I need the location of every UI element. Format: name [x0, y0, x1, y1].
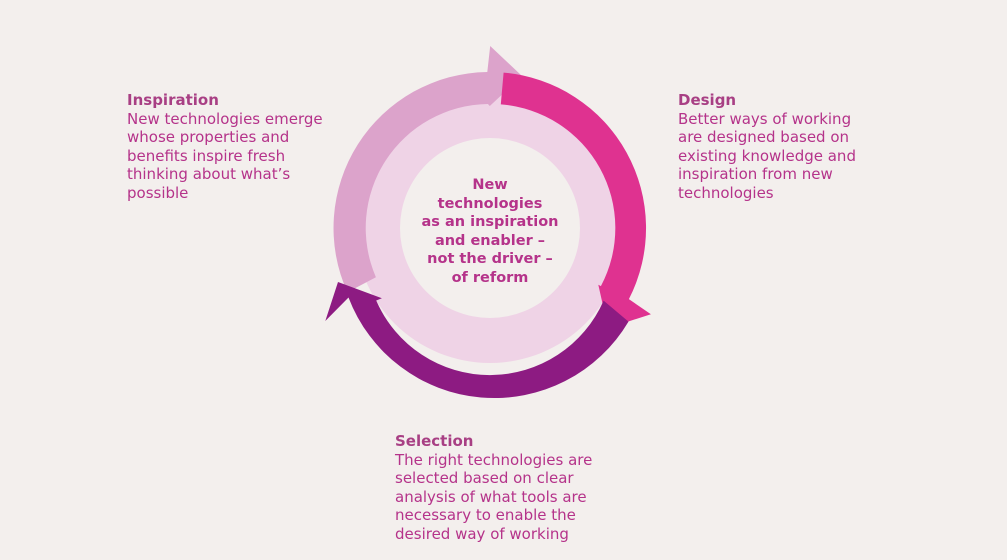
selection-text-line: desired way of working: [395, 524, 569, 543]
center-label-line: not the driver –: [427, 251, 553, 267]
selection-text-line: selected based on clear: [395, 469, 574, 487]
center-label-line: and enabler –: [434, 232, 546, 249]
design-text-line: are designed based on: [678, 128, 850, 146]
design-text-line: inspiration from new: [678, 165, 833, 183]
selection-text-line: The right technologies are: [395, 450, 593, 469]
selection-title: Selection: [395, 432, 474, 450]
design-text-line: Better ways of working: [678, 109, 852, 128]
selection-arrow: [325, 282, 629, 399]
center-label-line: New: [472, 177, 508, 193]
center-label-line: of reform: [451, 269, 529, 286]
inspiration-text-line: thinking about what’s: [127, 165, 291, 183]
center-label-line: technologies: [437, 195, 543, 212]
center-label: New technologies as an inspiration and e…: [410, 176, 570, 287]
inspiration-text-line: whose properties and: [127, 128, 290, 146]
selection-text-line: analysis of what tools are: [395, 487, 587, 506]
design-text-line: technologies: [678, 183, 774, 202]
center-label-line: as an inspiration: [421, 214, 559, 230]
inspiration-text-line: New technologies emerge: [127, 109, 323, 128]
selection-text-line: necessary to enable the: [395, 506, 576, 524]
design-text-line: existing knowledge and: [678, 146, 856, 165]
inspiration-arrow: [333, 46, 522, 293]
inspiration-title: Inspiration: [127, 91, 219, 109]
inspiration-block: Inspiration New technologies emerge whos…: [127, 91, 323, 202]
design-arrow: [500, 72, 651, 328]
center-disc: [400, 138, 580, 318]
design-title: Design: [678, 91, 737, 109]
inspiration-text-line: benefits inspire fresh: [127, 146, 286, 165]
design-block: Design Better ways of working are design…: [678, 91, 856, 202]
inspiration-text-line: possible: [127, 183, 189, 202]
selection-block: Selection The right technologies are sel…: [395, 432, 592, 543]
